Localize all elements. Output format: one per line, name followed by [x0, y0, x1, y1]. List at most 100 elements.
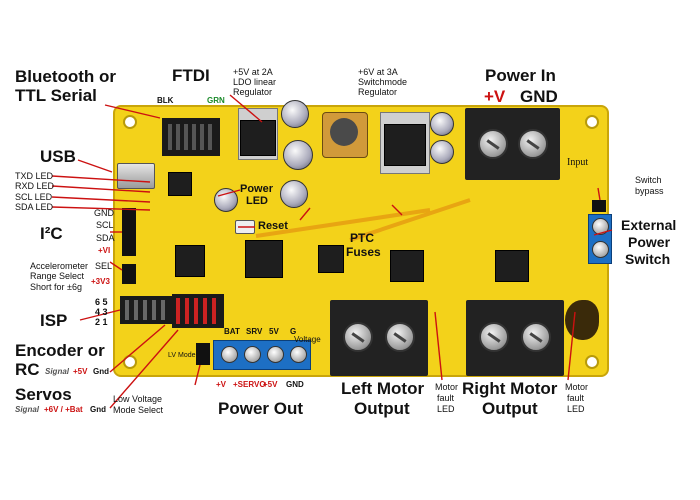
capacitor [430, 112, 454, 136]
label-ftdi-blk: BLK [157, 96, 174, 105]
i2c-header[interactable] [122, 208, 136, 256]
label-motor-fault-right-1: Motor [565, 382, 589, 392]
label-accel-2: Range Select [30, 271, 85, 281]
terminal-screw[interactable] [592, 218, 609, 235]
label-pin-gnd: GND [94, 208, 114, 218]
label-isp-row1: 6 5 [95, 297, 108, 307]
microcontroller-chip [245, 240, 283, 278]
label-servos-power: +6V / +Bat [44, 405, 83, 414]
silkscreen-voltage: Voltage [294, 335, 321, 344]
screw-terminal[interactable] [521, 322, 551, 352]
label-sw-1: +6V at 3A [358, 67, 398, 77]
silkscreen-gnd: G [290, 327, 297, 336]
label-ext-power-3: Switch [625, 251, 671, 267]
label-ldo-3: Regulator [233, 87, 273, 97]
label-ldo-2: LDO linear [233, 77, 277, 87]
label-left-motor-2: Output [354, 399, 410, 418]
label-encoder-1: Encoder or [15, 341, 105, 360]
label-out-v: +V [216, 380, 227, 389]
label-right-motor-2: Output [482, 399, 538, 418]
label-servos-signal: Signal [15, 405, 40, 414]
label-switch-bypass-2: bypass [635, 186, 664, 196]
label-ptc-1: PTC [350, 231, 374, 245]
usb-connector[interactable] [117, 163, 155, 189]
label-reset: Reset [258, 220, 288, 232]
label-pin-sel: SEL [95, 261, 113, 271]
label-motor-fault-right-2: fault [567, 393, 585, 403]
label-ftdi-grn: GRN [207, 96, 225, 105]
label-encoder-signal: Signal [45, 367, 70, 376]
label-bluetooth: Bluetooth or [15, 67, 117, 86]
motor-driver-chip [390, 250, 424, 282]
label-low-voltage-1: Low Voltage [113, 394, 163, 404]
label-left-motor-1: Left Motor [341, 379, 425, 398]
capacitor [430, 140, 454, 164]
terminal-screw[interactable] [244, 346, 261, 363]
label-ptc-2: Fuses [346, 245, 381, 259]
label-encoder-gnd: Gnd [93, 367, 109, 376]
label-switch-bypass-1: Switch [635, 175, 662, 185]
screw-terminal[interactable] [479, 322, 509, 352]
label-ftdi: FTDI [172, 66, 210, 85]
label-power-led-1: Power [240, 183, 274, 195]
capacitor [283, 140, 313, 170]
terminal-screw[interactable] [267, 346, 284, 363]
label-servos-gnd: Gnd [90, 405, 106, 414]
silkscreen-lv-mode: LV Mode [168, 352, 196, 359]
label-sw-3: Regulator [358, 87, 398, 97]
screw-terminal[interactable] [343, 322, 373, 352]
motor-driver-chip [495, 250, 529, 282]
label-usb: USB [40, 147, 76, 166]
accel-select-header[interactable] [122, 264, 136, 284]
silkscreen-input: Input [567, 157, 589, 168]
label-right-motor-1: Right Motor [462, 379, 558, 398]
logo-emblem [565, 300, 599, 340]
mounting-hole [123, 115, 137, 129]
chip [168, 172, 192, 196]
label-motor-fault-left-1: Motor [435, 382, 459, 392]
silkscreen-5v: 5V [269, 327, 279, 336]
label-motor-fault-left-3: LED [437, 404, 455, 414]
label-low-voltage-2: Mode Select [113, 405, 164, 415]
label-ldo-1: +5V at 2A [233, 67, 273, 77]
label-pin-sda: SDA [96, 233, 115, 243]
label-encoder-5v: +5V [73, 367, 88, 376]
label-servos: Servos [15, 385, 72, 404]
label-ext-power-2: Power [628, 234, 671, 250]
label-ext-power-1: External [621, 217, 677, 233]
mounting-hole [585, 115, 599, 129]
label-pin-scl: SCL [96, 220, 114, 230]
low-voltage-jumper[interactable] [196, 343, 210, 365]
label-pin-3v3: +3V3 [91, 277, 110, 286]
label-rxd-led: RXD LED [15, 181, 55, 191]
label-out-5v: +5V [263, 380, 278, 389]
label-power-in-gnd: GND [520, 87, 558, 106]
chip [175, 245, 205, 277]
label-out-servo: +SERVO [233, 380, 266, 389]
capacitor [281, 100, 309, 128]
terminal-screw[interactable] [592, 241, 609, 258]
screw-terminal[interactable] [385, 322, 415, 352]
silkscreen-bat: BAT [224, 327, 240, 336]
label-isp-row2: 4 3 [95, 307, 108, 317]
label-motor-fault-right-3: LED [567, 404, 585, 414]
chip [318, 245, 344, 273]
mounting-hole [585, 355, 599, 369]
silkscreen-srv: SRV [246, 327, 263, 336]
switch-bypass-jumper[interactable] [592, 200, 606, 212]
ftdi-pins [168, 124, 214, 150]
label-out-gnd: GND [286, 380, 304, 389]
label-accel-1: Accelerometer [30, 261, 89, 271]
label-motor-fault-left-2: fault [437, 393, 455, 403]
label-sw-2: Switchmode [358, 77, 408, 87]
capacitor [280, 180, 308, 208]
terminal-screw[interactable] [290, 346, 307, 363]
label-power-led-2: LED [246, 195, 268, 207]
screw-terminal[interactable] [518, 129, 548, 159]
label-ttl-serial: TTL Serial [15, 86, 97, 105]
label-encoder-2: RC [15, 360, 40, 379]
label-isp-row3: 2 1 [95, 317, 108, 327]
screw-terminal[interactable] [478, 129, 508, 159]
terminal-screw[interactable] [221, 346, 238, 363]
